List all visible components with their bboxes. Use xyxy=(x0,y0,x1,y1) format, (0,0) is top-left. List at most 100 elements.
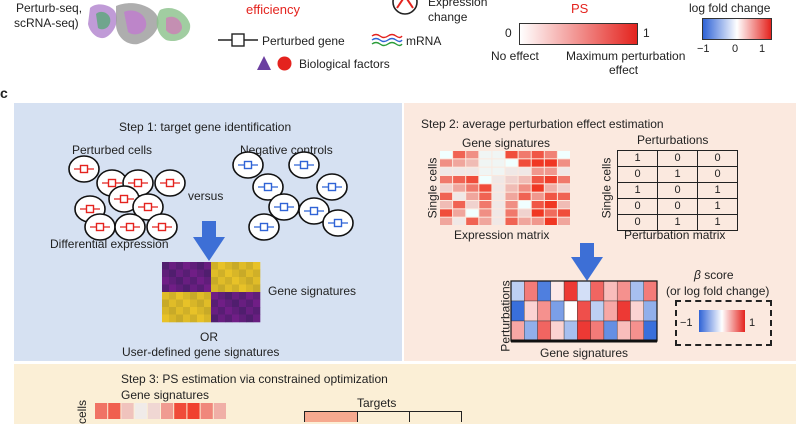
expression-cell xyxy=(453,151,466,159)
lfc-mid-label: 0 xyxy=(732,43,739,55)
expression-cell xyxy=(492,192,505,200)
heatmap-cell xyxy=(232,307,240,315)
heatmap-cell xyxy=(190,262,198,270)
efficiency-label: efficiency xyxy=(246,2,300,17)
heatmap-cell xyxy=(197,277,205,285)
gene-signature-heatmap xyxy=(162,262,261,323)
max-effect-line2: effect xyxy=(609,63,639,77)
perturbations-label: Perturbations xyxy=(637,133,709,147)
heatmap-cell xyxy=(253,262,261,270)
expression-cell xyxy=(531,159,544,167)
lfc-max-label: 1 xyxy=(759,43,766,55)
expression-cell xyxy=(492,209,505,217)
user-defined-label: User-defined gene signatures xyxy=(122,345,280,359)
expression-cell xyxy=(453,209,466,217)
expression-change-icon xyxy=(392,0,418,15)
heatmap-cell xyxy=(246,269,254,278)
expression-cell xyxy=(544,217,557,225)
perturbations-axis-label: Perturbations xyxy=(498,280,513,352)
heatmap-cell xyxy=(176,292,184,300)
matrix-cell: 1 xyxy=(697,214,738,231)
heatmap-cell xyxy=(239,307,247,315)
expression-cell xyxy=(518,201,531,209)
heatmap-cell xyxy=(183,277,191,285)
expression-cell xyxy=(492,151,505,159)
expression-cell xyxy=(531,209,544,217)
expression-cell xyxy=(531,217,544,225)
heatmap-cell xyxy=(169,284,177,293)
heatmap-cell xyxy=(162,262,170,270)
expression-cell xyxy=(492,184,505,192)
expression-cell xyxy=(440,192,453,200)
beta-cell xyxy=(630,300,644,322)
heatmap-cell xyxy=(162,284,170,293)
heatmap-cell xyxy=(253,292,261,300)
heatmap-cell xyxy=(204,299,212,308)
step3-cell xyxy=(108,403,121,419)
heatmap-cell xyxy=(183,292,191,300)
mrna-legend-label: mRNA xyxy=(406,34,442,48)
heatmap-cell xyxy=(232,277,240,285)
heatmap-cell xyxy=(176,314,184,323)
arrow-down-icon xyxy=(193,221,225,261)
step3-cell xyxy=(161,403,174,419)
expression-cell xyxy=(440,176,453,184)
matrix-cell: 1 xyxy=(617,150,658,167)
matrix-cell: 1 xyxy=(697,182,738,199)
heatmap-cell xyxy=(246,284,254,293)
expression-cell xyxy=(453,184,466,192)
expression-cell xyxy=(557,201,570,209)
heatmap-cell xyxy=(246,292,254,300)
expression-cell xyxy=(492,201,505,209)
beta-cell xyxy=(616,280,631,302)
expression-cell xyxy=(531,184,544,192)
heatmap-cell xyxy=(204,262,212,270)
differential-expression-label: Differential expression xyxy=(50,237,169,251)
heatmap-cell xyxy=(211,269,219,278)
heatmap-cell xyxy=(218,277,226,285)
expression-cell xyxy=(544,192,557,200)
beta-cell xyxy=(603,300,618,322)
matrix-cell: 0 xyxy=(617,198,658,215)
expression-cell xyxy=(466,151,479,159)
beta-cell xyxy=(537,280,552,302)
heatmap-cell xyxy=(211,299,219,308)
heatmap-cell xyxy=(232,299,240,308)
heatmap-cell xyxy=(218,262,226,270)
heatmap-cell xyxy=(162,269,170,278)
beta-cell xyxy=(630,280,644,302)
step3-cell xyxy=(187,403,200,419)
expression-cell xyxy=(544,151,557,159)
expression-cell xyxy=(544,209,557,217)
heatmap-cell xyxy=(218,299,226,308)
targets-cell-highlight xyxy=(305,412,357,422)
single-cells-right-label: Single cells xyxy=(599,157,614,219)
beta-cell xyxy=(603,280,618,302)
heatmap-cell xyxy=(197,314,205,323)
log-fold-change-title: log fold change xyxy=(689,1,771,15)
expression-cell xyxy=(557,192,570,200)
heatmap-cell xyxy=(183,307,191,315)
beta-cell xyxy=(550,300,565,322)
beta-legend-box xyxy=(675,300,772,346)
heatmap-cell xyxy=(253,314,261,323)
heatmap-cell xyxy=(225,277,233,285)
expression-cell xyxy=(544,167,557,175)
perturbed-cell xyxy=(154,169,186,197)
expression-cell xyxy=(557,151,570,159)
heatmap-cell xyxy=(197,262,205,270)
beta-cell xyxy=(616,320,631,342)
perturbed-cell xyxy=(146,213,178,241)
beta-cell xyxy=(643,320,658,342)
heatmap-cell xyxy=(225,307,233,315)
heatmap-cell xyxy=(232,262,240,270)
heatmap-cell xyxy=(211,277,219,285)
beta-cell xyxy=(577,300,591,322)
heatmap-cell xyxy=(232,292,240,300)
targets-divider-2 xyxy=(409,412,410,422)
heatmap-cell xyxy=(204,314,212,323)
expression-cell xyxy=(557,176,570,184)
heatmap-cell xyxy=(225,284,233,293)
expression-change-line2: change xyxy=(428,10,468,24)
expression-cell xyxy=(453,159,466,167)
